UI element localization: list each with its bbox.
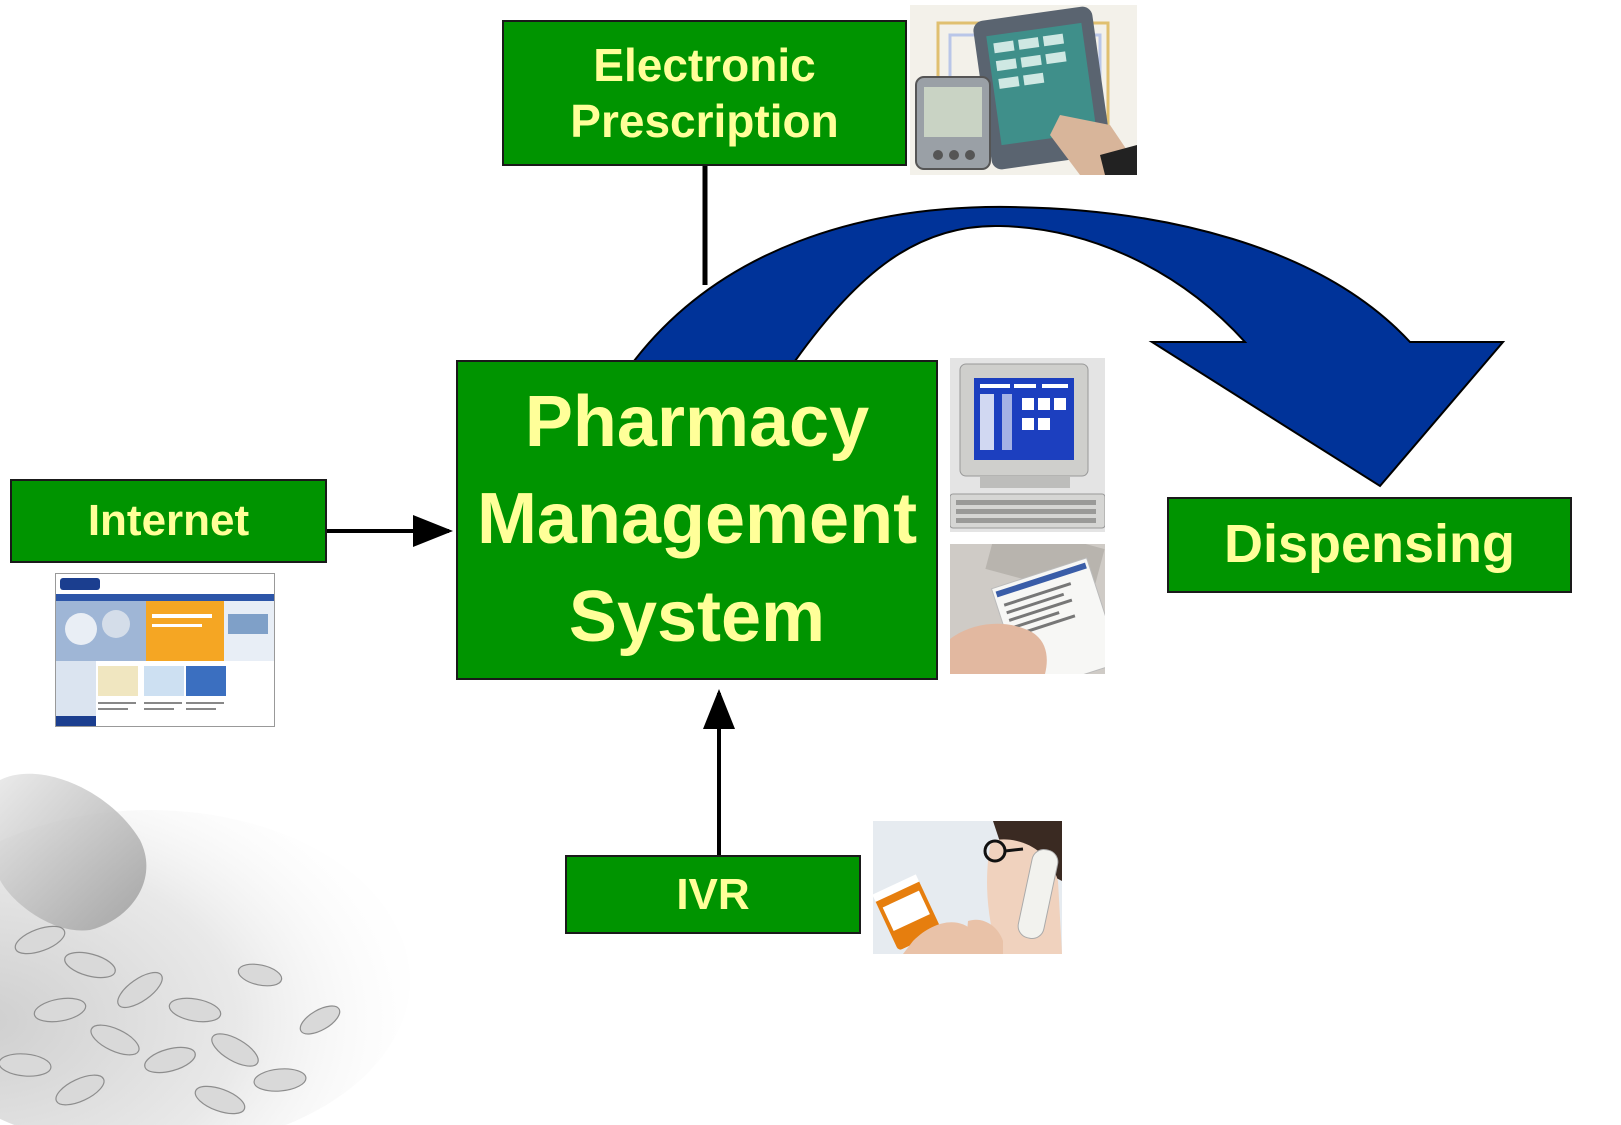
ivr-label: IVR [676, 869, 750, 919]
pda-tablet-photo [910, 5, 1137, 175]
electronic-prescription-box: Electronic Prescription [502, 20, 907, 166]
computer-terminal-photo [950, 358, 1105, 532]
phone-caller-photo [873, 821, 1062, 954]
prescription-slip-photo [950, 544, 1105, 674]
electronic-prescription-label: Electronic Prescription [570, 38, 839, 147]
pharmacy-management-system-label: Pharmacy Management System [476, 382, 918, 657]
website-screenshot [55, 573, 275, 727]
dispensing-label: Dispensing [1223, 514, 1516, 575]
pharmacy-management-system-box: Pharmacy Management System [456, 360, 938, 680]
spilled-pills-photo [0, 773, 410, 1125]
curved-flow-arrow [631, 205, 1506, 488]
dispensing-box: Dispensing [1167, 497, 1572, 593]
internet-box: Internet [10, 479, 327, 563]
internet-label: Internet [87, 496, 250, 546]
ivr-box: IVR [565, 855, 861, 934]
